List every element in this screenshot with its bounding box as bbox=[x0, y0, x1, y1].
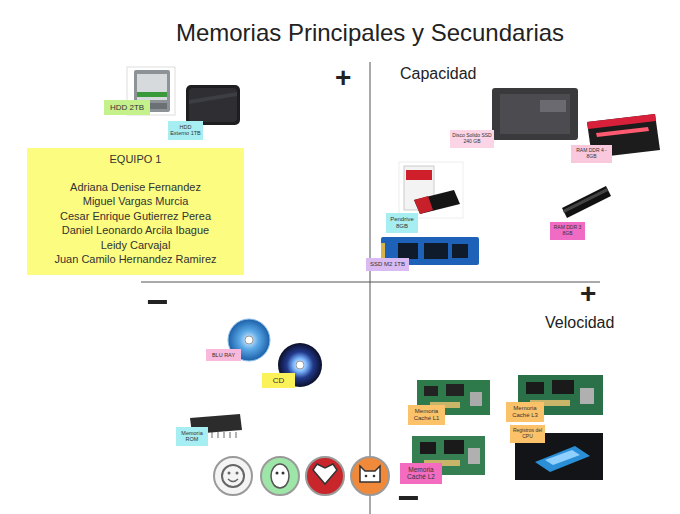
note-text: Disco Solido SSD 240 GB bbox=[452, 133, 492, 145]
sticky-note: RAM DDR 3 8GB bbox=[550, 222, 585, 240]
pendrive-picture bbox=[399, 162, 463, 218]
note-text: Memoria Caché L1 bbox=[410, 408, 443, 422]
member-name: Juan Camilo Hernandez Ramirez bbox=[33, 252, 238, 267]
member-name: Cesar Enrique Gutierrez Perea bbox=[33, 209, 238, 224]
avatar-icon bbox=[306, 457, 344, 495]
sticky-note: Pendrive 8GB bbox=[386, 213, 418, 233]
sticky-note: BLU RAY bbox=[206, 349, 241, 361]
member-name: Daniel Leonardo Arcila Ibague bbox=[33, 223, 238, 238]
sticky-note: RAM DDR 4 - 8GB bbox=[571, 145, 612, 163]
sticky-note: HDD Externo 1TB bbox=[168, 121, 203, 140]
member-name: Miguel Vargas Murcia bbox=[33, 194, 238, 209]
note-text: RAM DDR 4 - 8GB bbox=[573, 148, 610, 160]
axis-sign: - bbox=[396, 476, 421, 514]
member-name: Adriana Denise Fernandez bbox=[33, 180, 238, 195]
member-name: Leidy Carvajal bbox=[33, 238, 238, 253]
avatar-icon bbox=[351, 457, 389, 495]
note-text: SSD M2 1TB bbox=[368, 261, 407, 268]
ssd-picture bbox=[492, 88, 578, 140]
sticky-note: Memoria Caché L1 bbox=[408, 405, 445, 425]
sticky-note: Registros del CPU bbox=[510, 425, 545, 443]
team-heading: EQUIPO 1 bbox=[33, 152, 238, 167]
sticky-note: CD bbox=[262, 373, 295, 388]
sticky-note: Memoria ROM bbox=[176, 427, 208, 446]
avatar-icon bbox=[261, 457, 299, 495]
axis-sign: + bbox=[335, 62, 351, 94]
team-box: EQUIPO 1 Adriana Denise FernandezMiguel V… bbox=[27, 148, 244, 275]
note-text: CD bbox=[264, 376, 293, 385]
axis-sign: + bbox=[580, 278, 596, 310]
axis-label: Velocidad bbox=[545, 314, 614, 332]
sticky-note: SSD M2 1TB bbox=[366, 258, 409, 271]
note-text: RAM DDR 3 8GB bbox=[552, 225, 583, 237]
title: Memorias Principales y Secundarias bbox=[120, 19, 620, 47]
axis-line bbox=[370, 62, 371, 514]
sticky-note: Memoria Caché L3 bbox=[506, 402, 544, 422]
avatar-icon bbox=[214, 457, 252, 495]
axis-sign: - bbox=[145, 280, 170, 319]
note-text: Memoria ROM bbox=[178, 430, 206, 443]
note-text: HDD 2TB bbox=[106, 103, 148, 112]
note-text: Memoria Caché L3 bbox=[508, 405, 542, 419]
note-text: HDD Externo 1TB bbox=[170, 124, 201, 137]
sticky-note: HDD 2TB bbox=[104, 100, 150, 115]
axis-label: Capacidad bbox=[400, 65, 477, 83]
note-text: Registros del CPU bbox=[512, 428, 543, 440]
note-text: Pendrive 8GB bbox=[388, 216, 416, 230]
sticky-note: Disco Solido SSD 240 GB bbox=[450, 130, 494, 148]
note-text: BLU RAY bbox=[208, 352, 239, 358]
